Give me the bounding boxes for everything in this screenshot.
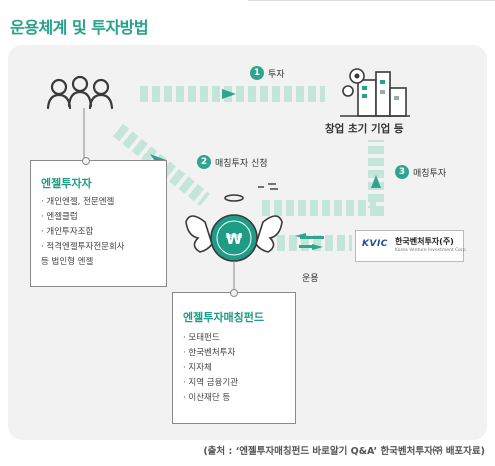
startup-label: 창업 초기 기업 등 xyxy=(325,123,404,135)
flow-band-matching xyxy=(262,140,384,216)
matching-fund-tag: 엔젤투자매칭펀드 · 모태펀드 · 한국벤처투자 · 지자체 · 지역 금융기관… xyxy=(172,289,296,424)
kvic-logo: KVIC xyxy=(362,239,388,249)
step-2-label: 매칭투자 신청 xyxy=(215,159,268,169)
arrow-right-icon xyxy=(222,89,236,99)
step-2-badge: 2 xyxy=(197,155,211,169)
list-item: · 모태펀드 xyxy=(183,333,220,343)
won-symbol: ₩ xyxy=(226,230,243,248)
angel-investor-title: 엔젤투자자 xyxy=(41,177,92,190)
list-item: 등 법인형 엔젤 xyxy=(41,257,94,267)
list-item: · 적격엔젤투자전문회사 xyxy=(41,242,125,252)
kvic-subtitle: Korea Venture Investment Corp. xyxy=(395,248,468,253)
matching-fund-list: · 모태펀드 · 한국벤처투자 · 지자체 · 지역 금융기관 · 이산재단 등 xyxy=(183,331,295,406)
list-item: · 개인투자조합 xyxy=(41,227,94,237)
list-item: · 한국벤처투자 xyxy=(183,348,236,358)
kvic-logo-box: KVIC 한국벤처투자(주) Korea Venture Investment … xyxy=(355,230,468,262)
list-item: · 개인엔젤, 전문엔젤 xyxy=(41,197,115,207)
list-item: · 엔젤클럽 xyxy=(41,212,78,222)
angel-investor-tag: 엔젤투자자 · 개인엔젤, 전문엔젤 · 엔젤클럽 · 개인투자조합 · 적격엔… xyxy=(30,157,167,287)
top-divider xyxy=(248,0,495,1)
step-3-badge: 3 xyxy=(395,165,409,179)
angel-investor-list: · 개인엔젤, 전문엔젤 · 엔젤클럽 · 개인투자조합 · 적격엔젤투자전문회… xyxy=(41,195,166,270)
winged-won-coin-icon xyxy=(185,194,283,292)
list-item: · 이산재단 등 xyxy=(183,393,231,403)
flow-band-invest xyxy=(140,86,325,102)
step-1-badge: 1 xyxy=(250,66,264,80)
operation-label: 운용 xyxy=(302,274,319,284)
tag-hole xyxy=(82,157,90,165)
arrow-up-icon xyxy=(371,175,381,188)
kvic-name: 한국벤처투자(주) xyxy=(395,237,454,246)
list-item: · 지역 금융기관 xyxy=(183,378,239,388)
step-1-label: 투자 xyxy=(268,70,285,80)
flow-band-operate xyxy=(265,233,352,251)
three-people-icon xyxy=(46,75,114,110)
page-title: 운용체계 및 투자방법 xyxy=(10,18,149,37)
city-buildings-gear-icon xyxy=(340,68,410,117)
list-item: · 지자체 xyxy=(183,363,212,373)
tag-hole xyxy=(230,289,238,297)
matching-fund-title: 엔젤투자매칭펀드 xyxy=(183,311,264,324)
step-3-label: 매칭투자 xyxy=(413,169,447,179)
arrow-right-icon xyxy=(312,244,323,250)
source-caption: (출처 : ‘엔젤투자매칭펀드 바로알기 Q&A’ 한국벤처투자㈜ 배포자료) xyxy=(203,446,485,457)
